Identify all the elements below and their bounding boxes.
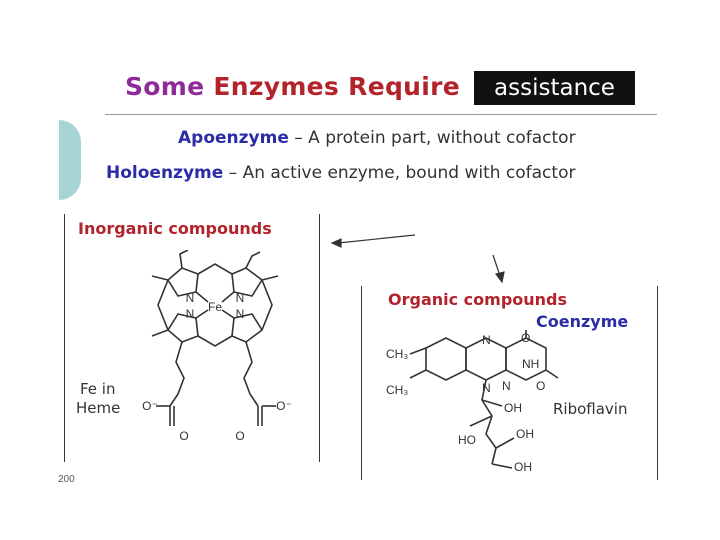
riboflavin-structure-diagram: CH₃ CH₃ N N N NH O O OH HO OH OH <box>386 330 559 474</box>
flavin-methyl-bond <box>409 369 427 379</box>
heme-atom-o: O <box>235 429 244 443</box>
heme-fe-bond <box>195 291 209 303</box>
title-word-require: Require <box>348 72 460 101</box>
definition-separator: – <box>288 128 309 148</box>
heme-ring-top-left <box>166 267 199 297</box>
title-word-some: Some <box>125 72 205 101</box>
flavin-n: N <box>482 333 491 347</box>
definition-text: A protein part, without cofactor <box>308 128 576 148</box>
definition-apoenzyme: Apoenzyme – A protein part, without cofa… <box>178 128 576 148</box>
heme-methyl <box>151 329 169 337</box>
flavin-o: O <box>521 331 530 345</box>
heme-atom-n: N <box>236 307 245 321</box>
coenzyme-subheading: Coenzyme <box>536 312 629 331</box>
ribityl-oh-bond <box>491 463 513 469</box>
arrow-to-inorganic <box>337 234 416 244</box>
slide-title: Some Enzymes Require <box>125 72 460 101</box>
heme-atom-n: N <box>236 291 245 305</box>
heme-carboxyl-left <box>169 406 175 426</box>
arrow-to-organic <box>492 254 501 277</box>
flavin-carbonyl <box>545 369 559 379</box>
heme-propionate-left <box>169 341 185 407</box>
heme-vinyl-left <box>179 250 189 269</box>
ribityl-oh: OH <box>504 401 522 415</box>
organic-right-border <box>657 286 658 480</box>
heme-bridge-left <box>157 279 169 331</box>
heme-propionate-right <box>243 341 259 407</box>
flavin-methyl-bond <box>409 347 427 355</box>
organic-left-border <box>361 286 362 480</box>
title-highlight-box: assistance <box>474 71 635 105</box>
heme-bridge-bottom <box>197 335 233 347</box>
ribityl-oh: OH <box>514 460 532 474</box>
ribityl-oh-bond <box>481 399 503 407</box>
ribityl-ho: HO <box>458 433 476 447</box>
heme-carboxyl-right <box>257 406 263 426</box>
heme-bridge-right <box>261 279 273 331</box>
flavin-ch3: CH₃ <box>386 383 408 397</box>
ribityl-chain <box>481 379 497 465</box>
heme-atom-n: N <box>186 307 195 321</box>
flavin-o: O <box>536 379 545 393</box>
flavin-nh: NH <box>522 357 539 371</box>
title-word-enzymes: Enzymes <box>213 72 340 101</box>
flavin-n: N <box>502 379 511 393</box>
flavin-ch3: CH₃ <box>386 347 408 361</box>
definition-term: Holoenzyme <box>106 163 224 183</box>
definition-separator: – <box>223 163 243 183</box>
fe-in-heme-label-line1: Fe in <box>80 380 116 398</box>
heme-ring-bottom-left <box>166 313 199 343</box>
heme-atom-fe: Fe <box>208 300 222 314</box>
flavin-ring-benzene <box>425 337 467 381</box>
arrow-head-inorganic <box>330 238 342 248</box>
flavin-n: N <box>482 381 491 395</box>
heme-methyl <box>151 275 169 281</box>
heme-ring-bottom-right <box>231 313 264 343</box>
heme-bridge-top <box>197 263 233 275</box>
ribityl-oh-bond <box>495 437 515 449</box>
title-divider <box>105 114 657 115</box>
organic-heading: Organic compounds <box>388 290 568 309</box>
arrow-head-organic <box>494 271 505 284</box>
heme-atom-o-minus: O⁻ <box>276 399 292 413</box>
ribityl-oh-bond <box>469 415 493 427</box>
heme-fe-bond <box>195 309 209 319</box>
fe-in-heme-label-line2: Heme <box>76 399 121 417</box>
heme-structure-diagram: N N N N Fe O⁻ O⁻ O O <box>142 250 292 443</box>
definition-term: Apoenzyme <box>178 128 289 148</box>
inorganic-right-border <box>319 214 320 462</box>
heme-methyl <box>261 275 279 281</box>
ribityl-oh: OH <box>516 427 534 441</box>
heme-fe-bond <box>221 309 235 319</box>
heme-atom-o-minus: O⁻ <box>142 399 158 413</box>
riboflavin-label: Riboflavin <box>553 400 628 418</box>
inorganic-left-border <box>64 214 65 462</box>
heme-atom-o: O <box>179 429 188 443</box>
definition-text: An active enzyme, bound with cofactor <box>242 163 576 183</box>
heme-ring-top-right <box>231 267 264 297</box>
heme-atom-n: N <box>186 291 195 305</box>
definition-holoenzyme: Holoenzyme – An active enzyme, bound wit… <box>106 163 575 183</box>
slide-number: 200 <box>58 474 75 485</box>
inorganic-heading: Inorganic compounds <box>78 219 272 238</box>
heme-vinyl-right <box>245 251 261 269</box>
heme-fe-bond <box>221 291 235 303</box>
decorative-tab-shape <box>59 120 81 200</box>
